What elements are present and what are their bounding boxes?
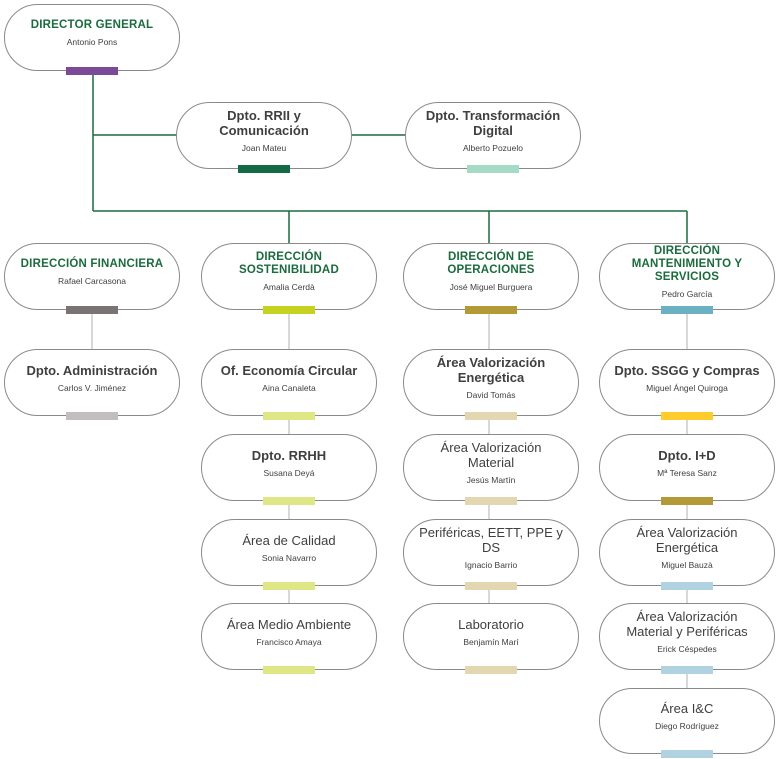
node-person: Francisco Amaya bbox=[256, 636, 322, 647]
unit-node: Área I&C Diego Rodríguez bbox=[599, 688, 775, 758]
unit-node: Área de Calidad Sonia Navarro bbox=[201, 519, 377, 590]
node-title: Área Valorización Material y Periféricas bbox=[626, 609, 748, 639]
node-title: DIRECTOR GENERAL bbox=[30, 18, 154, 31]
unit-node: Dpto. SSGG y Compras Miguel Ángel Quirog… bbox=[599, 349, 775, 420]
node-person: Alberto Pozuelo bbox=[462, 143, 523, 153]
color-bar bbox=[661, 666, 713, 674]
node-title: Área Valorización Energética bbox=[636, 525, 738, 555]
node-title: Área I&C bbox=[660, 701, 714, 716]
color-bar bbox=[465, 306, 517, 314]
color-bar bbox=[661, 306, 713, 314]
node-title: Dpto. I+D bbox=[658, 447, 716, 463]
node-person: José Miguel Burguera bbox=[449, 282, 533, 292]
unit-node: Área Valorización Energética Miguel Bauz… bbox=[599, 519, 775, 590]
staff-node-transformacion-digital: Dpto. Transformación Digital Alberto Poz… bbox=[405, 102, 581, 173]
node-person: Antonio Pons bbox=[66, 36, 118, 47]
color-bar bbox=[661, 750, 713, 758]
node-person: Pedro García bbox=[661, 288, 713, 299]
direction-node-financiera: DIRECCIÓN FINANCIERA Rafael Carcasona bbox=[4, 243, 180, 314]
color-bar bbox=[661, 497, 713, 505]
node-title: DIRECCIÓN MANTENIMIENTO Y SERVICIOS bbox=[631, 244, 743, 283]
node-person: Carlos V. Jiménez bbox=[57, 382, 127, 393]
node-person: Aina Canaleta bbox=[262, 382, 316, 393]
node-person: Jesús Martín bbox=[466, 475, 516, 485]
node-person: David Tomás bbox=[466, 390, 516, 400]
node-title: Área Valorización Material bbox=[440, 440, 542, 470]
unit-node: Dpto. Administración Carlos V. Jiménez bbox=[4, 349, 180, 420]
director-general-node: DIRECTOR GENERAL Antonio Pons bbox=[4, 4, 180, 75]
color-bar bbox=[661, 412, 713, 420]
node-person: Joan Mateu bbox=[241, 143, 287, 153]
node-title: Dpto. Administración bbox=[26, 362, 158, 378]
unit-node: Área Valorización Energética David Tomás bbox=[403, 349, 579, 420]
color-bar bbox=[263, 666, 315, 674]
color-bar bbox=[465, 412, 517, 420]
node-title: Área de Calidad bbox=[242, 532, 336, 548]
color-bar bbox=[66, 67, 118, 75]
color-bar bbox=[467, 165, 519, 173]
node-person: Sonia Navarro bbox=[261, 552, 317, 563]
unit-node: Área Valorización Material Jesús Martín bbox=[403, 434, 579, 505]
node-title: Dpto. RRII y Comunicación bbox=[219, 108, 309, 138]
unit-node: Laboratorio Benjamín Marí bbox=[403, 603, 579, 674]
color-bar bbox=[263, 497, 315, 505]
node-person: Ignacio Barrio bbox=[464, 560, 518, 570]
color-bar bbox=[465, 666, 517, 674]
color-bar bbox=[263, 582, 315, 590]
node-person: Miguel Bauzà bbox=[661, 560, 713, 570]
node-person: Mª Teresa Sanz bbox=[657, 467, 717, 478]
unit-node: Dpto. RRHH Susana Deyá bbox=[201, 434, 377, 505]
node-person: Rafael Carcasona bbox=[57, 275, 127, 286]
node-person: Benjamín Marí bbox=[463, 636, 519, 647]
unit-node: Of. Economía Circular Aina Canaleta bbox=[201, 349, 377, 420]
node-person: Erick Céspedes bbox=[657, 644, 717, 654]
node-title: Laboratorio bbox=[458, 616, 524, 632]
node-title: Dpto. RRHH bbox=[251, 447, 327, 463]
node-title: Dpto. SSGG y Compras bbox=[614, 362, 760, 378]
unit-node: Área Medio Ambiente Francisco Amaya bbox=[201, 603, 377, 674]
color-bar bbox=[661, 582, 713, 590]
color-bar bbox=[66, 306, 118, 314]
node-person: Susana Deyá bbox=[263, 467, 315, 478]
node-person: Amalia Cerdà bbox=[263, 282, 315, 292]
color-bar bbox=[238, 165, 290, 173]
unit-node: Dpto. I+D Mª Teresa Sanz bbox=[599, 434, 775, 505]
staff-node-rrii: Dpto. RRII y Comunicación Joan Mateu bbox=[176, 102, 352, 173]
node-title: Periféricas, EETT, PPE y DS bbox=[419, 525, 563, 555]
direction-node-operaciones: DIRECCIÓN DE OPERACIONES José Miguel Bur… bbox=[403, 243, 579, 314]
direction-node-mantenimiento: DIRECCIÓN MANTENIMIENTO Y SERVICIOS Pedr… bbox=[599, 243, 775, 314]
node-person: Diego Rodríguez bbox=[655, 721, 719, 731]
node-title: Of. Economía Circular bbox=[220, 362, 358, 378]
color-bar bbox=[263, 306, 315, 314]
unit-node: Periféricas, EETT, PPE y DS Ignacio Barr… bbox=[403, 519, 579, 590]
node-title: DIRECCIÓN DE OPERACIONES bbox=[447, 251, 535, 276]
color-bar bbox=[465, 582, 517, 590]
color-bar bbox=[66, 412, 118, 420]
color-bar bbox=[465, 497, 517, 505]
node-title: DIRECCIÓN FINANCIERA bbox=[20, 257, 164, 270]
node-title: Dpto. Transformación Digital bbox=[425, 108, 561, 138]
node-person: Miguel Ángel Quiroga bbox=[646, 382, 728, 393]
direction-node-sostenibilidad: DIRECCIÓN SOSTENIBILIDAD Amalia Cerdà bbox=[201, 243, 377, 314]
unit-node: Área Valorización Material y Periféricas… bbox=[599, 603, 775, 674]
color-bar bbox=[263, 412, 315, 420]
node-title: Área Valorización Energética bbox=[436, 355, 546, 385]
node-title: Área Medio Ambiente bbox=[226, 616, 352, 632]
node-title: DIRECCIÓN SOSTENIBILIDAD bbox=[239, 251, 339, 276]
